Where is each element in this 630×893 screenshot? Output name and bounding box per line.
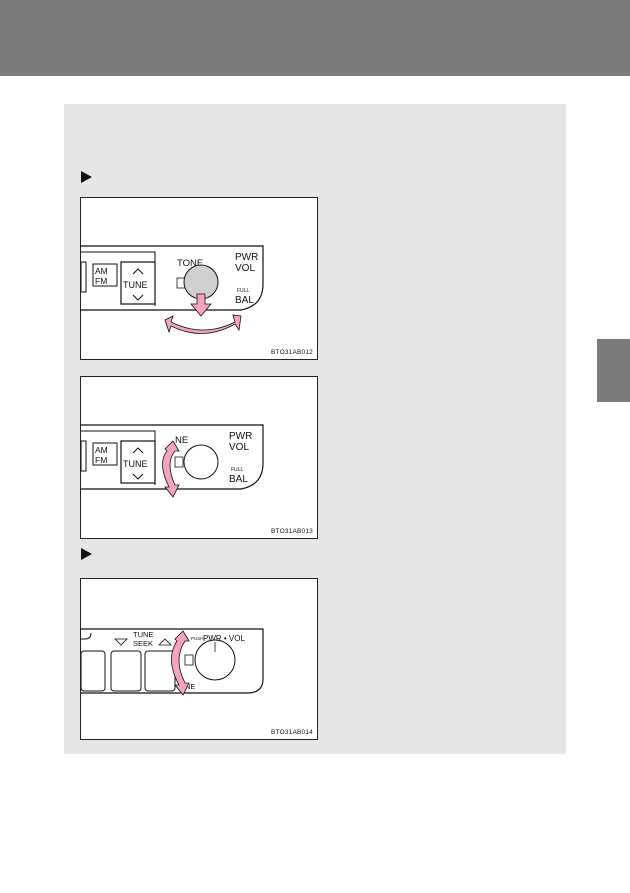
figure-code: BTO31AB012 — [271, 349, 313, 356]
full-label: FULL — [231, 467, 243, 473]
tune-down-chevron-icon — [132, 294, 144, 301]
am-label: AM — [95, 445, 108, 455]
panel-notch — [81, 632, 92, 640]
tune-up-chevron-icon — [132, 447, 144, 454]
am-label: AM — [95, 266, 108, 276]
chapter-side-tab[interactable] — [597, 339, 630, 402]
panel-button-2 — [110, 650, 142, 692]
edge-button — [81, 440, 87, 472]
figure-code: BTO31AB014 — [271, 729, 313, 736]
knob-shaft — [174, 456, 184, 468]
figure-illustration-2: AM FM TUNE NE PWR VOL FULL BAL — [81, 424, 264, 498]
pwr-vol-label: PWR • VOL — [203, 634, 245, 643]
push-label: PUSH — [191, 636, 204, 641]
tune-label: TUNE — [123, 459, 148, 469]
panel-button-3 — [144, 650, 176, 692]
fm-label: FM — [95, 455, 107, 465]
tune-up-chevron-icon — [132, 268, 144, 275]
bullet-marker-1 — [81, 171, 92, 183]
figure-code: BTO31AB013 — [271, 528, 313, 535]
edge-button — [81, 261, 87, 293]
full-label: FULL — [237, 288, 249, 294]
ne-label: NE — [175, 435, 188, 446]
rotate-arrow-icon — [162, 440, 180, 498]
knob-shaft — [184, 654, 194, 666]
am-fm-button — [92, 442, 118, 466]
bal-label: BAL — [235, 295, 254, 306]
pwr-label: PWR — [235, 252, 258, 263]
seek-down-icon — [114, 638, 128, 646]
tone-label: TONE — [177, 258, 203, 269]
panel-button-1 — [81, 650, 106, 692]
figure-illustration-1: AM FM TUNE TONE PWR VOL FULL BAL — [81, 245, 264, 334]
rotate-arrow-icon — [164, 314, 242, 334]
push-arrow-icon — [190, 293, 212, 317]
vol-label: VOL — [235, 263, 255, 274]
seek-up-icon — [158, 638, 172, 646]
knob-icon — [194, 639, 236, 681]
page-header-bar — [0, 0, 630, 76]
figure-tone-balance-knob: AM FM TUNE TONE PWR VOL FULL BAL BTO31AB… — [80, 197, 318, 360]
rotate-arrow-icon — [171, 630, 190, 696]
figure-pwr-vol-knob: TUNE SEEK PUSH PWR • VOL NE BTO31AB014 — [80, 578, 318, 740]
figure-illustration-3: TUNE SEEK PUSH PWR • VOL NE — [81, 628, 264, 696]
bullet-marker-2 — [81, 548, 92, 560]
tune-label: TUNE — [123, 280, 148, 290]
ne-label: NE — [185, 682, 195, 691]
seek-label: SEEK — [133, 639, 153, 648]
am-fm-button — [92, 263, 118, 287]
figure-tone-knob-rotate: AM FM TUNE NE PWR VOL FULL BAL BTO31AB01… — [80, 376, 318, 539]
vol-label: VOL — [229, 442, 249, 453]
pwr-label: PWR — [229, 431, 252, 442]
fm-label: FM — [95, 276, 107, 286]
tune-down-chevron-icon — [132, 473, 144, 480]
knob-icon — [183, 444, 219, 480]
bal-label: BAL — [229, 474, 248, 485]
tune-label: TUNE — [133, 630, 153, 639]
